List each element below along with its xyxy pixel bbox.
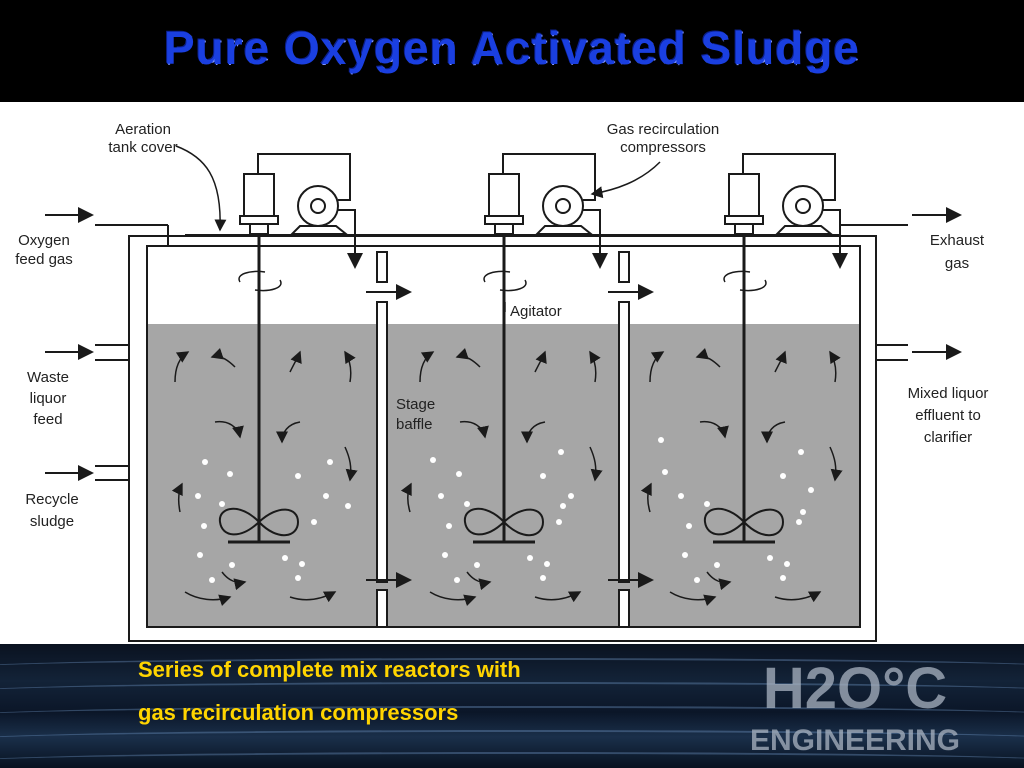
label-exhaust-2: gas <box>945 255 969 272</box>
impeller-2 <box>463 507 545 537</box>
cover-leader <box>175 145 227 232</box>
company-logo: H2O°C ENGINEERING <box>750 656 960 757</box>
logo-line-1: H2O°C <box>763 656 947 721</box>
impeller-1 <box>218 507 300 537</box>
label-mixed-3: clarifier <box>924 429 972 446</box>
reactor-stage-3 <box>640 153 848 607</box>
feed-arrows <box>45 207 962 481</box>
motor-1 <box>243 173 275 217</box>
impeller-3 <box>703 507 785 537</box>
label-aeration-cover-1: Aeration <box>115 121 171 138</box>
label-exhaust-1: Exhaust <box>930 232 985 249</box>
motor-2 <box>488 173 520 217</box>
label-stage-2: baffle <box>396 416 432 433</box>
slide-caption: Series of complete mix reactors with gas… <box>138 648 738 734</box>
label-gas-recirc-2: compressors <box>620 139 706 156</box>
label-oxygen-2: feed gas <box>15 251 73 268</box>
label-stage-1: Stage <box>396 396 435 413</box>
logo-line-2: ENGINEERING <box>750 724 960 757</box>
label-waste-3: feed <box>33 411 62 428</box>
reactor-stage-1 <box>171 153 363 607</box>
compressor-leader <box>590 161 661 199</box>
label-waste-1: Waste <box>27 369 69 386</box>
stage-flow-arrows <box>366 284 654 588</box>
page-title: Pure Oxygen Activated Sludge <box>163 22 861 74</box>
label-mixed-1: Mixed liquor <box>908 385 989 402</box>
label-recycle-2: sludge <box>30 513 74 530</box>
label-aeration-cover-2: tank cover <box>108 139 177 156</box>
label-waste-2: liquor <box>30 390 67 407</box>
caption-line-2: gas recirculation compressors <box>138 700 459 725</box>
label-agitator: Agitator <box>510 303 562 320</box>
label-oxygen-1: Oxygen <box>18 232 70 249</box>
motor-3 <box>728 173 760 217</box>
footer-water-background <box>0 644 1024 768</box>
label-mixed-2: effluent to <box>915 407 981 424</box>
process-diagram: Aeration tank cover Gas recirculation co… <box>0 102 1024 644</box>
stage-baffles <box>376 251 630 628</box>
label-gas-recirc-1: Gas recirculation <box>607 121 720 138</box>
caption-line-1: Series of complete mix reactors with <box>138 657 521 682</box>
label-recycle-1: Recycle <box>25 491 78 508</box>
reactor-stage-2 <box>400 153 608 607</box>
